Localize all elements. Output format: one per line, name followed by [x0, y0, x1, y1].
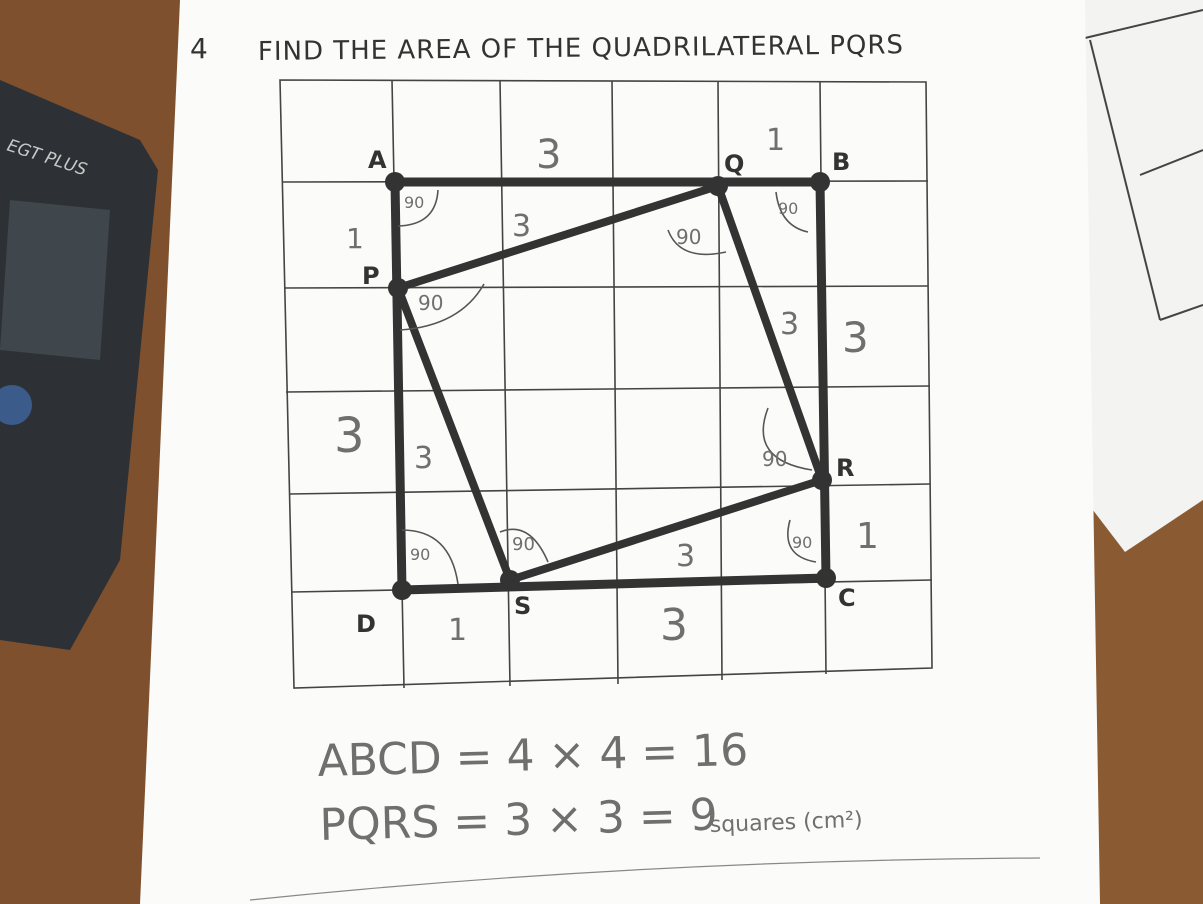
length-ps: 3 [414, 441, 433, 476]
length-pq: 3 [512, 209, 531, 244]
label-b: B [832, 148, 850, 176]
length-ds: 1 [448, 613, 467, 648]
length-ap: 1 [346, 222, 364, 255]
vertex-c [816, 568, 836, 588]
label-s: S [514, 592, 531, 620]
ruled-line [249, 857, 1041, 901]
length-sc: 3 [660, 600, 688, 651]
angle-arcs [397, 189, 817, 585]
vertex-p [388, 278, 408, 298]
side-length-labels: 3 1 1 3 3 1 1 3 [334, 123, 879, 651]
angle-label-q: 90 [676, 225, 701, 249]
calculator-button [0, 385, 32, 425]
vertex-d [392, 580, 412, 600]
label-r: R [836, 454, 854, 482]
vertex-labels: A B C D P Q R S [356, 146, 856, 638]
label-c: C [838, 584, 856, 612]
angle-arc-p [399, 283, 485, 331]
length-qb: 1 [766, 123, 785, 158]
hypotenuse-labels: 3 3 3 3 [414, 209, 799, 574]
worksheet-paper [140, 0, 1100, 904]
vertex-a [385, 172, 405, 192]
angle-arc-c [787, 519, 817, 563]
label-d: D [356, 610, 376, 638]
vertex-dots [385, 172, 836, 600]
angle-label-d: 90 [410, 545, 430, 564]
angle-arc-d [401, 529, 459, 585]
calculator: EGT PLUS [0, 80, 158, 650]
question-title: FIND THE AREA OF THE QUADRILATERAL PQRS [258, 30, 904, 67]
length-br: 3 [842, 313, 869, 362]
angle-label-b: 90 [778, 199, 798, 218]
question-number: 4 [190, 32, 208, 65]
angle-arc-r [762, 407, 813, 471]
angle-label-c: 90 [792, 533, 812, 552]
working-units: squares (cm²) [709, 808, 863, 838]
vertex-s [500, 570, 520, 590]
angle-label-p: 90 [418, 291, 443, 315]
angle-arc-b [775, 191, 809, 233]
label-q: Q [724, 150, 744, 178]
angle-arc-q [667, 229, 727, 256]
label-p: P [362, 262, 380, 290]
vertex-r [812, 470, 832, 490]
working-line-1: ABCD = 4 × 4 = 16 [317, 725, 749, 787]
length-pd: 3 [334, 408, 365, 464]
angle-label-a: 90 [404, 193, 424, 212]
label-a: A [368, 146, 387, 174]
grid-border [279, 79, 933, 689]
angle-label-r: 90 [762, 447, 787, 471]
working-notes: ABCD = 4 × 4 = 16 PQRS = 3 × 3 = 9 squar… [317, 725, 863, 851]
angle-label-s: 90 [512, 534, 535, 555]
angle-arc-a [397, 189, 439, 227]
right-angle-labels: 90 90 90 90 90 90 90 90 [404, 193, 812, 564]
vertex-b [810, 172, 830, 192]
length-qr: 3 [780, 307, 799, 342]
length-rc: 1 [856, 516, 879, 557]
length-sr: 3 [676, 539, 695, 574]
working-line-2: PQRS = 3 × 3 = 9 [319, 790, 718, 851]
length-aq: 3 [536, 132, 561, 178]
vertex-q [708, 176, 728, 196]
angle-arc-s [499, 528, 549, 563]
